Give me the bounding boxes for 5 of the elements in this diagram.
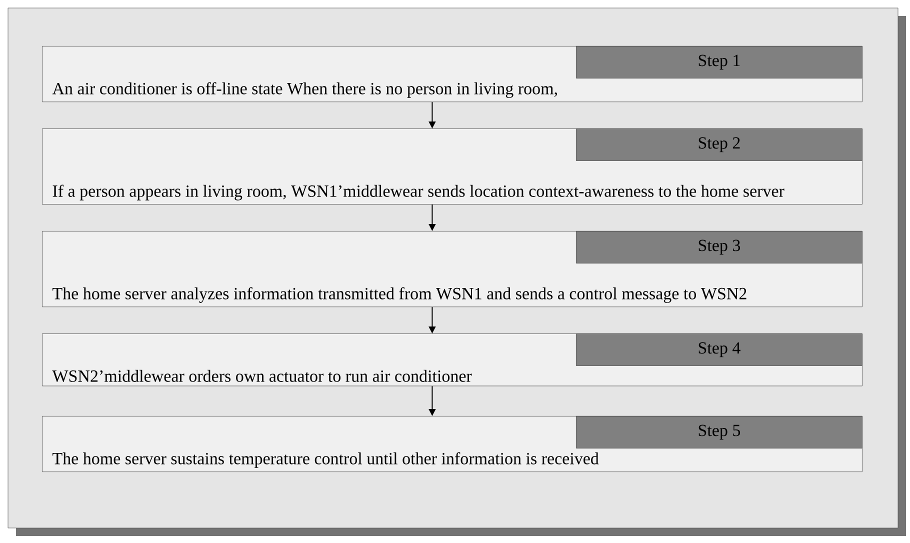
step-tab: Step 1 [576,46,862,78]
step-tab: Step 5 [576,416,862,448]
step-tab: Step 4 [576,334,862,366]
step-tab: Step 3 [576,231,862,264]
step-tab: Step 2 [576,128,862,161]
